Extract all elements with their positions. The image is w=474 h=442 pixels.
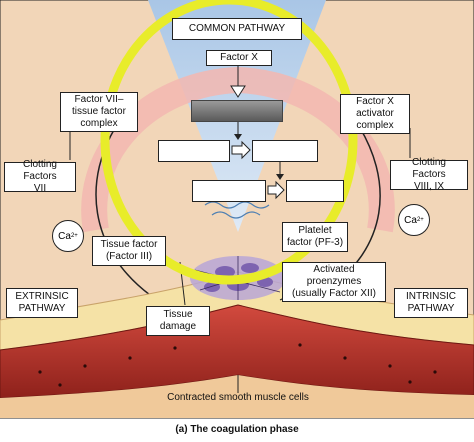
contracted-muscle-label: Contracted smooth muscle cells (167, 392, 309, 403)
middle-right-arrow (231, 140, 251, 160)
blank-right-lower[interactable] (286, 180, 344, 202)
tissue-factor-box: Tissue factor (Factor III) (92, 236, 166, 266)
clotting-factors-vii-box: Clotting Factors VII (4, 159, 76, 194)
extrinsic-pathway-box: EXTRINSIC PATHWAY (6, 288, 78, 318)
blank-left-lower[interactable] (192, 180, 266, 202)
figure-caption: (a) The coagulation phase (175, 424, 299, 435)
funnel-squiggle (204, 201, 270, 209)
vessel-wall-bottom (0, 375, 474, 418)
grey-arrowhead (234, 134, 242, 140)
tissue-damage-box: Tissue damage (146, 306, 210, 336)
highlight-ellipse (100, 0, 358, 285)
calcium-left-charge: 2+ (70, 233, 78, 239)
blank-right-middle[interactable] (252, 140, 318, 162)
lower-right-arrow (267, 180, 285, 200)
common-pathway-label: COMMON PATHWAY (172, 18, 302, 40)
calcium-right-label: Ca (404, 214, 417, 226)
muscle-nuclei (38, 343, 437, 387)
grey-hidden-box[interactable] (191, 100, 283, 122)
clotting-factors-viii-ix-box: Clotting Factors VIII, IX (390, 157, 468, 192)
factor-vii-complex-box: Factor VII– tissue factor complex (60, 92, 138, 132)
factor-x-activator-box: Factor X activator complex (340, 94, 410, 134)
lower-down-arrowhead (276, 174, 284, 180)
calcium-left-label: Ca (58, 230, 71, 242)
activated-proenzymes-box: Activated proenzymes (usually Factor XII… (282, 262, 386, 302)
factor-x-arrowhead (230, 85, 246, 98)
factor-x-box: Factor X (206, 50, 272, 66)
blank-left-middle[interactable] (158, 140, 230, 162)
platelet-factor-box: Platelet factor (PF-3) (282, 222, 348, 252)
calcium-right-charge: 2+ (416, 217, 424, 223)
intrinsic-pathway-box: INTRINSIC PATHWAY (394, 288, 468, 318)
funnel-squiggle (211, 211, 261, 219)
